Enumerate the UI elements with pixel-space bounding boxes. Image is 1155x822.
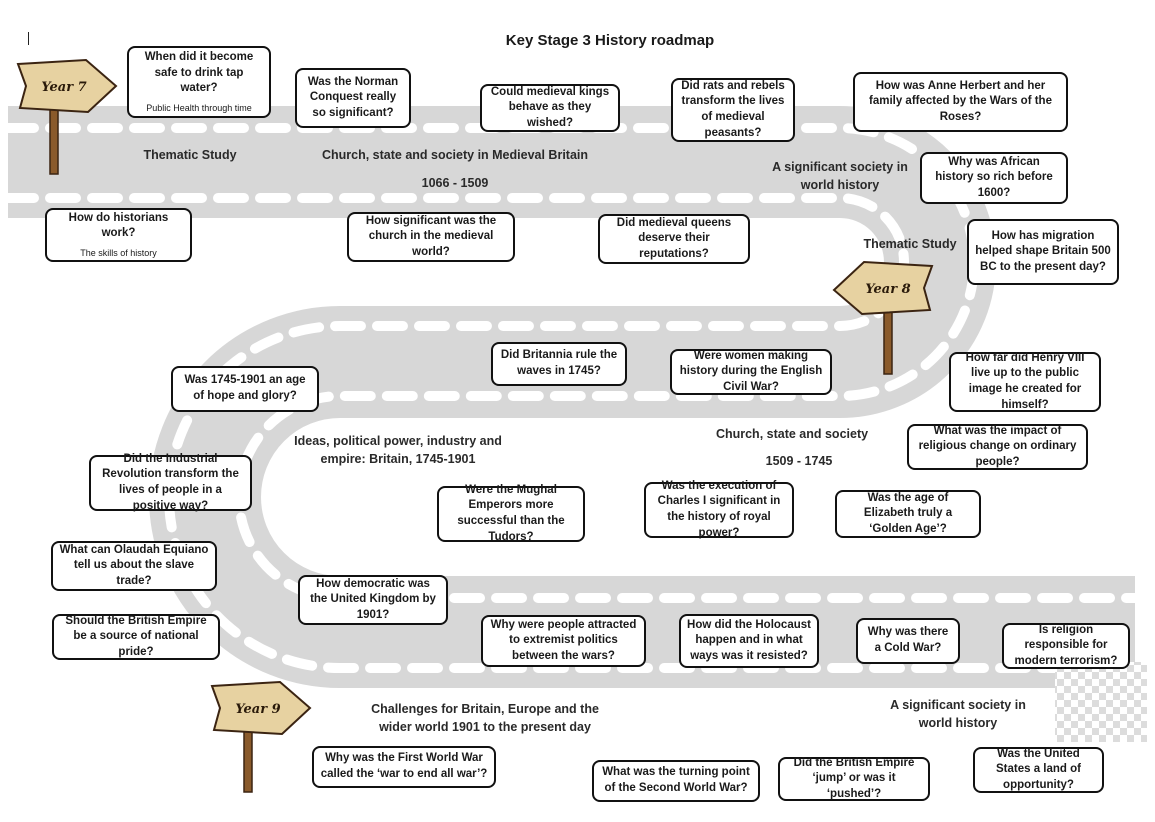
question-women-civil-war: Were women making history during the Eng…	[670, 349, 832, 395]
label-medieval-britain: Church, state and society in Medieval Br…	[321, 148, 589, 162]
question-historians-work: How do historians work? The skills of hi…	[45, 208, 192, 262]
year-8-signpost: Year 8	[832, 260, 934, 375]
question-african-history: Why was African history so rich before 1…	[920, 152, 1068, 204]
question-extremist-politics: Why were people attracted to extremist p…	[481, 615, 646, 667]
question-charles-execution: Was the execution of Charles I significa…	[644, 480, 794, 539]
question-tap-water: When did it become safe to drink tap wat…	[127, 46, 271, 118]
label-thematic-study-y8: Thematic Study	[863, 237, 957, 251]
question-norman-conquest: Was the Norman Conquest really so signif…	[295, 68, 411, 128]
question-anne-herbert: How was Anne Herbert and her family affe…	[853, 72, 1068, 132]
question-industrial-revolution: Did the Industrial Revolution transform …	[89, 453, 252, 512]
label-thematic-study-y7: Thematic Study	[143, 148, 237, 162]
sign-label: Year 8	[865, 282, 910, 297]
sign-label: Year 7	[41, 80, 86, 95]
label-church-dates: 1509 - 1745	[765, 454, 833, 468]
question-holocaust: How did the Holocaust happen and in what…	[679, 614, 819, 668]
label-church-state-society: Church, state and society	[715, 427, 869, 441]
question-first-world-war: Why was the First World War called the ‘…	[312, 746, 496, 788]
question-empire-pride: Should the British Empire be a source of…	[52, 614, 220, 660]
question-british-empire-jump: Did the British Empire ‘jump’ or was it …	[778, 757, 930, 801]
label-medieval-dates: 1066 - 1509	[421, 176, 489, 190]
question-rats-rebels: Did rats and rebels transform the lives …	[671, 78, 795, 142]
question-religion-terrorism: Is religion responsible for modern terro…	[1002, 623, 1130, 669]
question-second-world-war: What was the turning point of the Second…	[592, 760, 760, 802]
year-9-signpost: Year 9	[210, 680, 312, 793]
question-elizabeth: Was the age of Elizabeth truly a ‘Golden…	[835, 490, 981, 538]
question-henry-viii: How far did Henry VIII live up to the pu…	[949, 352, 1101, 412]
question-medieval-kings: Could medieval kings behave as they wish…	[480, 84, 620, 132]
question-democratic-uk: How democratic was the United Kingdom by…	[298, 575, 448, 625]
question-age-of-hope: Was 1745-1901 an age of hope and glory?	[171, 366, 319, 412]
question-united-states: Was the United States a land of opportun…	[973, 747, 1104, 793]
question-migration: How has migration helped shape Britain 5…	[967, 219, 1119, 285]
question-cold-war: Why was there a Cold War?	[856, 618, 960, 664]
question-medieval-queens: Did medieval queens deserve their reputa…	[598, 214, 750, 264]
year-7-signpost: Year 7	[16, 58, 118, 175]
sign-label: Year 9	[235, 702, 280, 717]
question-religious-change: What was the impact of religious change …	[907, 424, 1088, 470]
text-cursor	[28, 32, 29, 45]
page-title: Key Stage 3 History roadmap	[505, 32, 715, 49]
question-church-medieval: How significant was the church in the me…	[347, 212, 515, 262]
question-britannia: Did Britannia rule the waves in 1745?	[491, 342, 627, 386]
question-olaudah-equiano: What can Olaudah Equiano tell us about t…	[51, 541, 217, 591]
finish-flag-icon	[1055, 662, 1147, 742]
question-mughal-emperors: Were the Mughal Emperors more successful…	[437, 484, 585, 543]
